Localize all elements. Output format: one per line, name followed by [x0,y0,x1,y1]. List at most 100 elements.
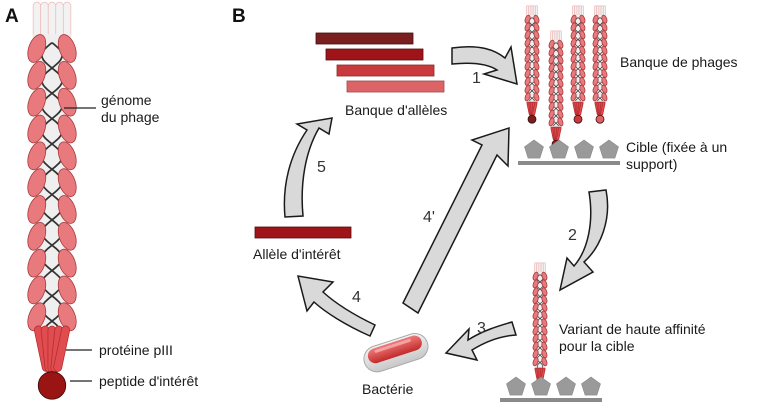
target-molecule [599,139,619,159]
phage-bank-label: Banque de phages [620,54,738,70]
coat-protein [541,287,548,297]
coat-protein [579,61,586,71]
coat-protein [601,45,608,55]
target-label-line1: Cible (fixée à un [626,139,727,155]
support-surface [500,398,602,402]
coat-protein [579,45,586,55]
coat-protein [548,63,555,72]
arrow-step-4prime [402,126,510,315]
coat-protein [548,109,555,119]
coat-protein [557,101,564,111]
coat-protein [570,61,577,71]
phage-core [550,40,562,127]
coat-protein [579,38,586,47]
coat-protein [27,87,47,117]
coat-protein [27,221,47,251]
peptide [37,371,67,400]
coat-protein [57,141,77,171]
allele-bar [336,64,435,77]
coat-protein [57,114,77,144]
target-molecule [549,139,569,159]
coat-protein [532,318,539,328]
coat-protein [27,114,47,144]
coat-protein [601,92,608,102]
phage-core [526,15,538,102]
coat-protein [601,30,608,40]
coat-protein [57,168,77,197]
peptide-label: peptide d'intérêt [99,373,198,389]
step-4-number: 4 [352,289,361,306]
coat-protein [27,248,47,278]
coat-protein [579,69,586,79]
coat-protein [557,86,564,96]
genome-label-line2: du phage [101,109,160,125]
coat-protein [533,69,540,79]
coat-protein [533,45,540,55]
coat-protein [532,341,539,351]
coat-protein [524,84,531,94]
phage-bank-illustration [524,5,608,149]
coat-protein [557,117,564,127]
allele-bar [315,32,414,45]
step-3-number: 3 [477,320,486,337]
coat-protein [541,279,548,289]
coat-protein [533,30,540,40]
coat-protein [524,69,531,79]
step-4prime-number: 4' [423,209,435,226]
support-surface [518,161,620,165]
coat-protein [532,295,539,304]
arrow-step-4 [296,275,376,337]
target-molecule [581,376,601,396]
coat-protein [524,45,531,55]
coat-protein [592,69,599,79]
coat-protein [592,92,599,102]
peptide [573,114,583,124]
coat-protein [548,101,555,111]
coat-protein [524,30,531,40]
bacterium-illustration [363,333,429,373]
coat-protein [27,195,47,224]
coat-protein [532,310,539,320]
target-molecule [524,139,544,159]
coat-protein [548,94,555,104]
coat-protein [524,53,531,63]
piii-protein [53,325,71,372]
coat-protein [57,302,77,332]
coat-protein [532,349,539,359]
coat-protein [548,78,555,88]
coat-protein [57,248,77,278]
allele-bank-label: Banque d'allèles [345,102,447,118]
peptide [527,114,537,124]
coat-protein [570,30,577,40]
coat-protein [532,302,539,312]
step-2-number: 2 [568,227,577,244]
coat-protein [570,69,577,79]
coat-protein [548,86,555,96]
target-molecule [531,376,551,396]
phage-core [594,15,606,102]
coat-protein [592,45,599,55]
coat-protein [533,53,540,63]
coat-protein [557,55,564,65]
genome-label-line1: génome [101,92,152,108]
coat-protein [592,30,599,40]
piii-label: protéine pIII [99,342,173,358]
coat-protein [524,22,531,32]
step-1-number: 1 [472,70,481,87]
coat-protein [524,92,531,102]
coat-protein [541,302,548,312]
coat-protein [601,76,608,86]
coat-protein [548,70,555,80]
coat-protein [570,76,577,86]
coat-protein [57,87,77,117]
coat-protein [532,287,539,297]
variant-label-line1: Variant de haute affinité [559,321,706,337]
arrow-step-1 [451,44,518,86]
coat-protein [27,302,47,332]
coat-protein [579,92,586,102]
phage-core [534,272,546,368]
coat-protein [592,22,599,32]
coat-protein [592,53,599,63]
coat-protein [601,22,608,32]
phage-core [572,15,584,102]
